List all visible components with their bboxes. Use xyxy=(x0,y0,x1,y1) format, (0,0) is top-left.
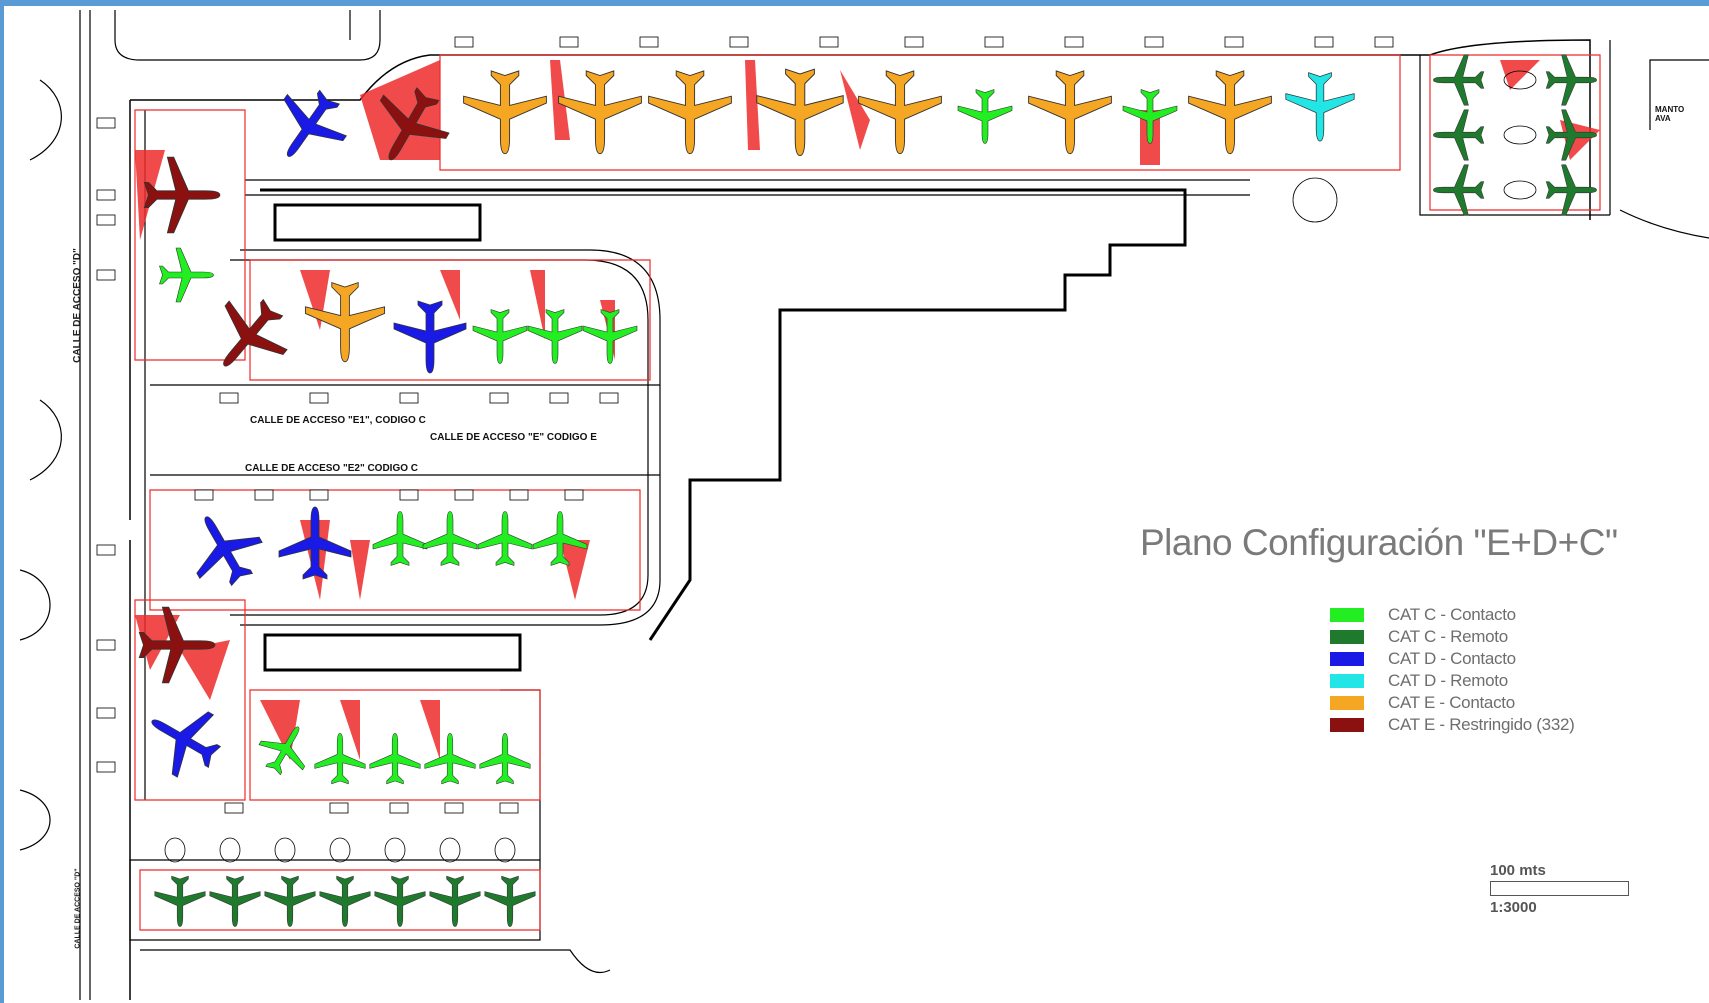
aircraft-cat-c xyxy=(372,511,428,566)
aircraft-cat-d xyxy=(174,498,274,598)
aircraft-cat-c xyxy=(479,733,531,785)
legend-item: CAT C - Remoto xyxy=(1330,626,1575,648)
aircraft-cat-c xyxy=(477,511,533,566)
aircraft-cat-c-remote xyxy=(319,875,371,927)
aircraft-cat-c xyxy=(424,733,476,785)
aircraft-cat-c xyxy=(422,511,478,566)
legend-label: CAT E - Restringido (332) xyxy=(1388,715,1575,734)
legend: CAT C - Contacto CAT C - Remoto CAT D - … xyxy=(1330,604,1575,736)
aircraft-cat-c-remote xyxy=(1433,164,1485,216)
legend-item: CAT E - Restringido (332) xyxy=(1330,714,1575,736)
aircraft-cat-c xyxy=(957,89,1013,144)
legend-label: CAT E - Contacto xyxy=(1388,693,1515,712)
aircraft-cat-d xyxy=(393,300,467,374)
aircraft-cat-c-remote xyxy=(1433,109,1485,161)
stand-bubbles xyxy=(164,70,1537,863)
legend-swatch xyxy=(1330,718,1364,732)
legend-label: CAT D - Contacto xyxy=(1388,649,1516,668)
stand-red-outlines xyxy=(134,54,1601,931)
aircraft-cat-d xyxy=(133,689,233,789)
legend-item: CAT C - Contacto xyxy=(1330,604,1575,626)
legend-swatch xyxy=(1330,652,1364,666)
aircraft-cat-d-remote xyxy=(1285,72,1355,142)
legend-item: CAT D - Contacto xyxy=(1330,648,1575,670)
aircraft-cat-e xyxy=(558,70,642,155)
aircraft-cat-c xyxy=(159,247,214,303)
aircraft-cat-c-remote xyxy=(264,875,316,927)
legend-label: CAT C - Remoto xyxy=(1388,627,1508,646)
side-road-label: CALLE DE ACCESO "D" xyxy=(71,248,83,363)
legend-label: CAT C - Contacto xyxy=(1388,605,1516,624)
side-road-label-2: CALLE DE ACCESO "D" xyxy=(74,868,82,949)
aircraft-cat-c-remote xyxy=(209,875,261,927)
aircraft-cat-e xyxy=(756,68,844,157)
aircraft-cat-e xyxy=(1028,70,1112,155)
aircraft-cat-e xyxy=(648,70,732,155)
aircraft-cat-c xyxy=(582,309,638,364)
legend-swatch xyxy=(1330,696,1364,710)
aircraft-layer xyxy=(133,54,1597,927)
corner-label: MANTO AVA xyxy=(1655,105,1685,123)
aircraft-cat-c xyxy=(527,309,583,364)
aircraft-cat-c xyxy=(472,309,528,364)
plan-title: Plano Configuración "E+D+C" xyxy=(1140,522,1618,563)
window-left-border xyxy=(0,0,4,1003)
legend-item: CAT D - Remoto xyxy=(1330,670,1575,692)
legend-swatch xyxy=(1330,674,1364,688)
legend-item: CAT E - Contacto xyxy=(1330,692,1575,714)
legend-swatch xyxy=(1330,630,1364,644)
aircraft-cat-c xyxy=(1122,89,1178,144)
scale-distance: 100 mts xyxy=(1490,862,1546,879)
aircraft-cat-c-remote xyxy=(1433,54,1485,106)
scale-bar: 100 mts 1:3000 xyxy=(1490,862,1629,916)
aircraft-cat-c xyxy=(369,733,421,785)
aircraft-cat-e xyxy=(1188,70,1272,155)
road-label-e2: CALLE DE ACCESO "E2" CODIGO C xyxy=(245,463,419,474)
aircraft-cat-d xyxy=(258,76,360,178)
road-label-e: CALLE DE ACCESO "E" CODIGO E xyxy=(430,432,597,443)
aircraft-cat-c-remote xyxy=(484,875,536,927)
aircraft-cat-d xyxy=(278,506,352,580)
scale-ratio: 1:3000 xyxy=(1490,899,1537,916)
road-outlines xyxy=(19,10,1709,1000)
aircraft-cat-c-remote xyxy=(1545,54,1597,106)
aircraft-cat-c-remote xyxy=(1545,164,1597,216)
aircraft-cat-c-remote xyxy=(374,875,426,927)
window-top-border xyxy=(0,0,1709,6)
aircraft-cat-e-restricted xyxy=(194,282,303,391)
legend-swatch xyxy=(1330,608,1364,622)
road-label-e1: CALLE DE ACCESO "E1", CODIGO C xyxy=(250,415,426,426)
aircraft-cat-e xyxy=(858,70,942,155)
aircraft-cat-c-remote xyxy=(154,875,206,927)
aircraft-cat-e xyxy=(463,70,547,155)
aircraft-cat-c-remote xyxy=(429,875,481,927)
scale-bar-graphic xyxy=(1490,881,1629,896)
legend-label: CAT D - Remoto xyxy=(1388,671,1508,690)
stand-number-boxes xyxy=(96,36,1394,814)
